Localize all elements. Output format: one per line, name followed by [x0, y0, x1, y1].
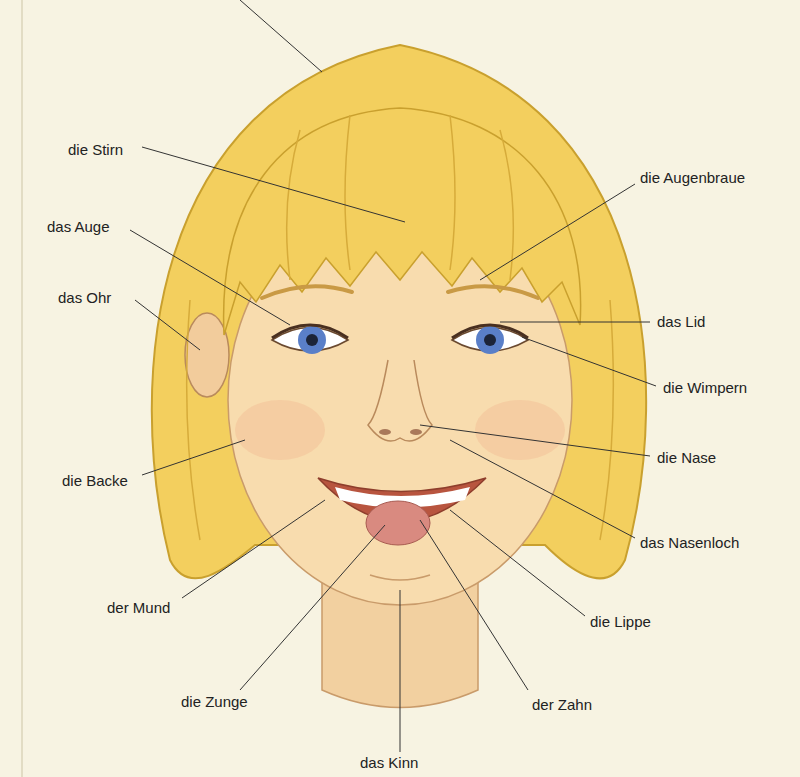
part-label: die Augenbraue	[640, 169, 745, 187]
part-label: die Zunge	[181, 693, 248, 711]
part-label: die Backe	[62, 472, 128, 490]
part-label: das Lid	[657, 313, 705, 331]
part-label: die Wimpern	[663, 379, 747, 397]
part-label: das Kinn	[360, 754, 418, 772]
part-label: der Mund	[107, 599, 170, 617]
part-label: der Zahn	[532, 696, 592, 714]
part-label: das Auge	[47, 218, 110, 236]
part-label: die Stirn	[68, 141, 123, 159]
part-label: die Lippe	[590, 613, 651, 631]
leader-lines	[130, 0, 656, 752]
part-label: die Nase	[657, 449, 716, 467]
part-label: das Nasenloch	[640, 534, 739, 552]
part-label: das Ohr	[58, 289, 111, 307]
